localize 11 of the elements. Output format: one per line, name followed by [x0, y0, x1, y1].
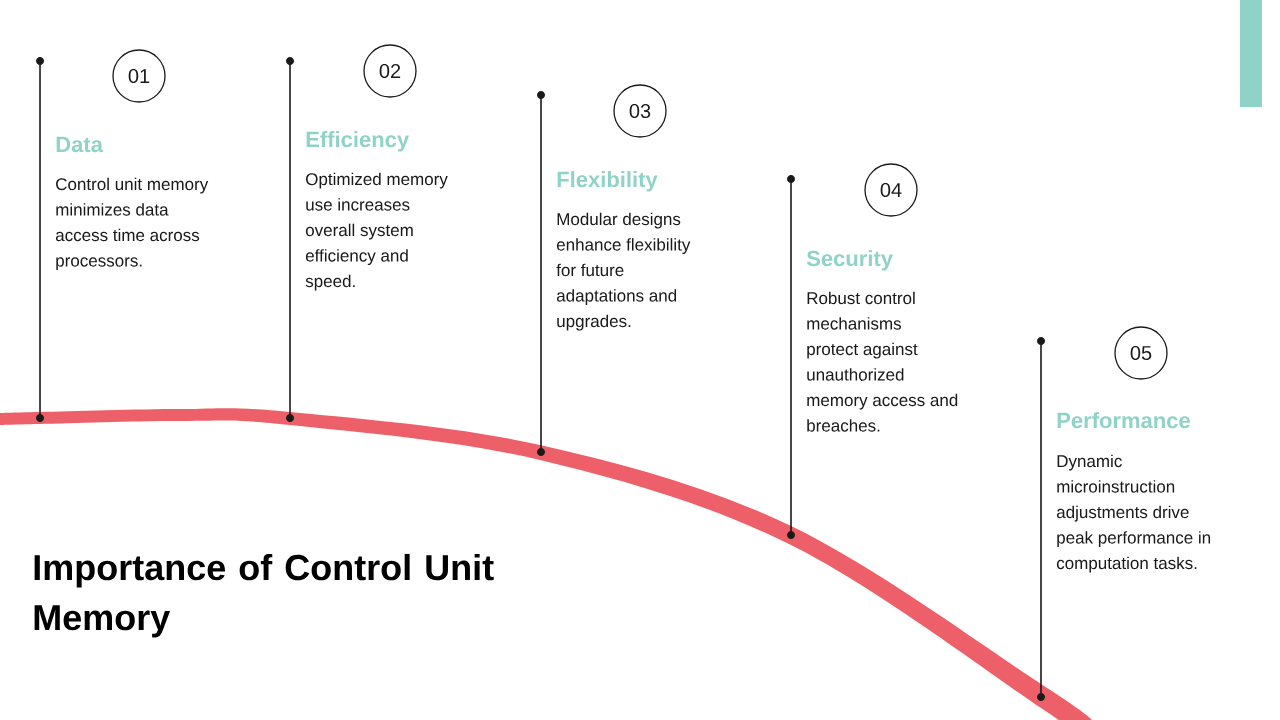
description-text: Modular designs enhance flexibility for future adaptations and upgrades. [556, 212, 691, 331]
step-heading: Security [806, 250, 893, 271]
description-text: Robust control mechanisms protect against unauthorized memory access and breaches. [807, 291, 958, 432]
description-text: Optimized memory use increases overall system efficiency and speed. [305, 172, 448, 291]
slide-title: Importance of Control Unit Memory [34, 553, 494, 638]
step-heading: Data [56, 136, 104, 153]
step-heading: Performance [1057, 412, 1190, 429]
step-heading: Flexibility [557, 171, 658, 192]
description-text: Control unit memory minimizes data access time across processors. [55, 177, 209, 271]
description-text: Dynamic microinstruction adjustments drive peak performance in computation tasks. [1056, 454, 1211, 573]
step-heading: Efficiency [306, 131, 410, 152]
